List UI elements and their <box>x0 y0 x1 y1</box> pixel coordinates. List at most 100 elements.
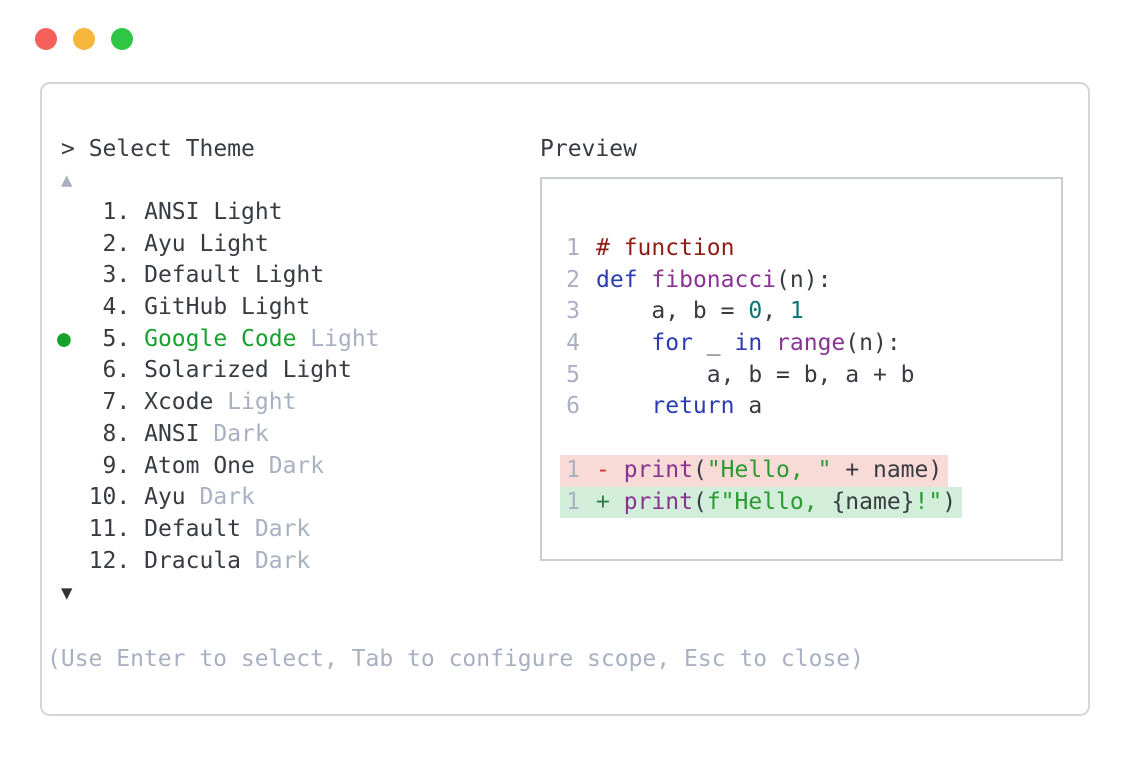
code-line: 3 a, b = 0, 1 <box>566 296 962 328</box>
theme-item-name: Google Code <box>144 325 297 352</box>
code-token: def <box>596 266 638 293</box>
selected-bullet-icon: ● <box>57 325 71 352</box>
line-number: 3 <box>566 298 580 325</box>
code-token: + name) <box>831 456 943 483</box>
code-token: a <box>734 393 763 420</box>
scroll-up-icon[interactable]: ▲ <box>61 169 73 191</box>
theme-item-name: Default <box>144 262 242 289</box>
theme-item-variant: Light <box>310 325 380 352</box>
theme-item-number: 11. <box>61 515 145 542</box>
theme-item-name: Dracula <box>144 547 242 574</box>
code-token <box>638 267 652 293</box>
theme-item-variant: Dark <box>213 420 269 447</box>
theme-item[interactable]: 12. Dracula Dark <box>61 546 380 578</box>
code-token: !" <box>914 488 943 515</box>
code-line: 1# function <box>566 233 962 265</box>
theme-item-number: 12. <box>61 547 145 574</box>
scroll-down-icon[interactable]: ▼ <box>61 582 73 604</box>
code-token <box>596 330 651 356</box>
theme-item[interactable]: 9. Atom One Dark <box>61 451 380 483</box>
line-number: 1 <box>566 488 580 515</box>
code-token: a, b = <box>596 298 749 325</box>
theme-item-number: 1. <box>61 199 145 225</box>
maximize-window-button[interactable] <box>111 28 133 50</box>
close-window-button[interactable] <box>35 28 57 50</box>
theme-item-variant: Light <box>213 199 283 225</box>
code-token: ( <box>692 488 707 515</box>
code-token: (n): <box>845 330 901 357</box>
diff-sign: - <box>596 456 624 483</box>
theme-item-name: Xcode <box>144 389 214 416</box>
theme-picker-dialog: > Select Theme Preview ▲ 1. ANSI Light 2… <box>40 82 1090 716</box>
code-token: 0 <box>748 298 763 325</box>
line-number: 1 <box>566 456 580 483</box>
theme-item-number: 9. <box>61 452 145 479</box>
theme-item-name: Solarized <box>144 357 269 384</box>
line-number: 4 <box>566 330 580 357</box>
hint-text: (Use Enter to select, Tab to configure s… <box>47 646 864 672</box>
code-token: fibonacci <box>651 266 777 293</box>
theme-item-variant: Light <box>282 357 352 384</box>
diff-sign: + <box>596 488 624 515</box>
theme-item-name: Ayu <box>144 230 186 257</box>
code-token: for <box>651 330 693 357</box>
theme-item[interactable]: 6. Solarized Light <box>61 355 380 387</box>
theme-item[interactable]: 10. Ayu Dark <box>61 482 380 514</box>
code-token: (n): <box>776 266 832 293</box>
diff-highlight: 1 + print(f"Hello, {name}!") <box>560 486 963 519</box>
theme-item-number: 3. <box>61 262 145 289</box>
theme-item-variant: Light <box>241 294 311 321</box>
theme-item-name: GitHub <box>144 294 228 321</box>
code-token: , <box>762 298 790 325</box>
theme-item-variant: Dark <box>254 515 311 542</box>
code-line: 6 return a <box>566 391 962 423</box>
picker-title: > Select Theme <box>61 136 255 162</box>
code-token <box>596 393 651 419</box>
theme-item-variant: Light <box>199 230 269 257</box>
code-token: "Hello, " <box>706 456 832 483</box>
theme-item[interactable]: 3. Default Light <box>61 260 380 292</box>
code-token: print <box>623 456 693 483</box>
theme-item-name: Default <box>144 515 242 542</box>
code-token: print <box>623 488 693 515</box>
code-line: 5 a, b = b, a + b <box>566 360 962 392</box>
theme-item-variant: Dark <box>199 484 255 511</box>
theme-item[interactable]: 11. Default Dark <box>61 514 380 546</box>
minimize-window-button[interactable] <box>73 28 95 50</box>
code-token: f"Hello, <box>706 488 832 515</box>
diff-line-plus: 1 + print(f"Hello, {name}!") <box>560 486 963 519</box>
theme-item-number: 7. <box>61 389 145 416</box>
code-token: a, b = b, a + b <box>596 361 915 388</box>
theme-item-name: ANSI <box>144 420 200 447</box>
theme-item[interactable]: 8. ANSI Dark <box>61 419 380 451</box>
preview-label: Preview <box>540 136 637 162</box>
code-token: return <box>651 393 735 420</box>
theme-item[interactable]: 1. ANSI Light <box>61 197 380 229</box>
diff-highlight: 1- print("Hello, " + name) <box>560 454 949 487</box>
theme-item-name: Ayu <box>144 484 186 511</box>
theme-item-variant: Light <box>254 262 325 289</box>
theme-item-selected[interactable]: ● 5. Google Code Light <box>57 324 380 356</box>
code-token: range <box>776 330 846 357</box>
theme-item[interactable]: 4. GitHub Light <box>61 292 380 324</box>
blank-line <box>566 423 962 455</box>
theme-item-name: ANSI <box>144 199 200 225</box>
theme-item[interactable]: 7. Xcode Light <box>61 387 380 419</box>
theme-item-number: 2. <box>61 230 145 257</box>
code-token: 1 <box>789 298 804 325</box>
code-token: ) <box>942 488 957 515</box>
theme-item-name: Atom One <box>144 452 255 479</box>
line-number: 5 <box>566 361 580 388</box>
theme-item[interactable]: 2. Ayu Light <box>61 229 380 261</box>
theme-item-number: 6. <box>61 357 145 384</box>
code-token: in <box>734 330 763 357</box>
theme-item-variant: Light <box>227 389 297 416</box>
theme-item-number: 4. <box>61 294 145 321</box>
theme-item-number: 10. <box>61 484 145 511</box>
code-token: {name} <box>831 488 915 515</box>
code-token: _ <box>692 330 735 357</box>
